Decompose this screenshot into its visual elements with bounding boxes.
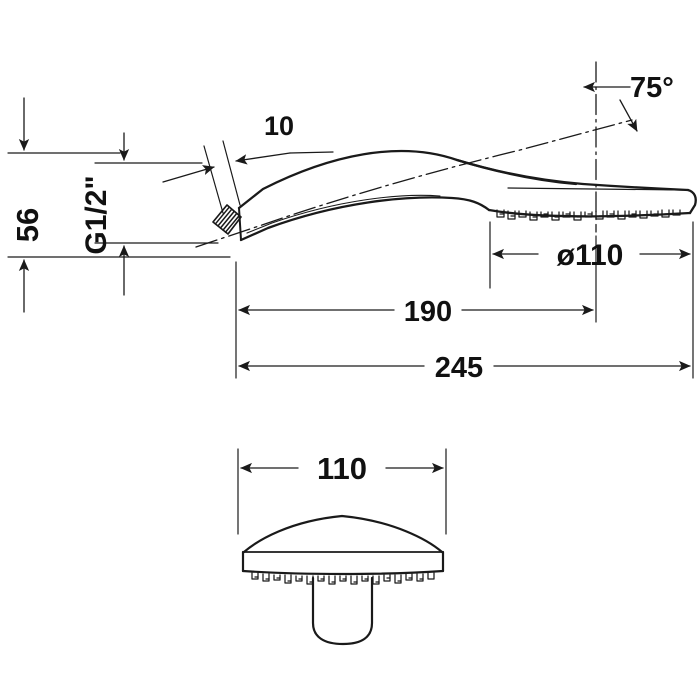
handle-body <box>237 149 578 242</box>
dim-d110 <box>489 221 694 379</box>
dim-10 <box>162 140 334 214</box>
head-face-line <box>241 569 445 576</box>
dim-10-arrow-left <box>162 165 215 183</box>
dim-245-label: 245 <box>435 352 483 384</box>
spray-head <box>455 158 697 221</box>
dim-10-arrow-right <box>235 152 291 165</box>
dim-110-label: 110 <box>317 451 367 486</box>
barrel-end-face <box>238 207 242 241</box>
thread-connector <box>212 204 242 235</box>
dim-190-label: 190 <box>404 296 452 328</box>
dim-10-label: 10 <box>264 111 294 141</box>
thread-groove <box>217 208 233 227</box>
dim-g12-label: G1/2" <box>80 175 113 254</box>
thread-groove <box>224 214 240 233</box>
handle-neck <box>311 576 374 646</box>
dim-56-label: 56 <box>10 208 45 242</box>
handle-centre-axis <box>195 119 633 248</box>
thread-groove <box>214 206 230 225</box>
front-elevation-view <box>241 514 445 646</box>
dim-d110-label: ø110 <box>557 239 624 272</box>
thread-groove <box>222 212 238 231</box>
dim-10-ext-right <box>222 140 241 206</box>
dim-56 <box>7 97 231 313</box>
dim-75deg <box>583 81 638 132</box>
dim-75-label: 75° <box>630 72 674 104</box>
nozzle-face-texture <box>496 209 681 221</box>
dim-190 <box>235 235 597 379</box>
dim-75-arrow-to-axis <box>619 99 638 132</box>
head-dome-profile <box>242 514 444 554</box>
head-end-cap <box>686 188 697 215</box>
side-elevation-view <box>195 61 697 248</box>
head-crown-outline <box>455 158 690 192</box>
dim-10-leader <box>289 151 334 154</box>
dim-10-ext-left <box>203 145 224 214</box>
head-face-baseline <box>487 208 692 218</box>
head-rim-seam <box>507 187 684 191</box>
dim-g12 <box>94 132 219 296</box>
thread-groove <box>219 210 235 229</box>
handle-seam-line <box>246 194 441 234</box>
dim-110 <box>237 448 447 535</box>
handle-bottom-outline <box>239 196 491 242</box>
